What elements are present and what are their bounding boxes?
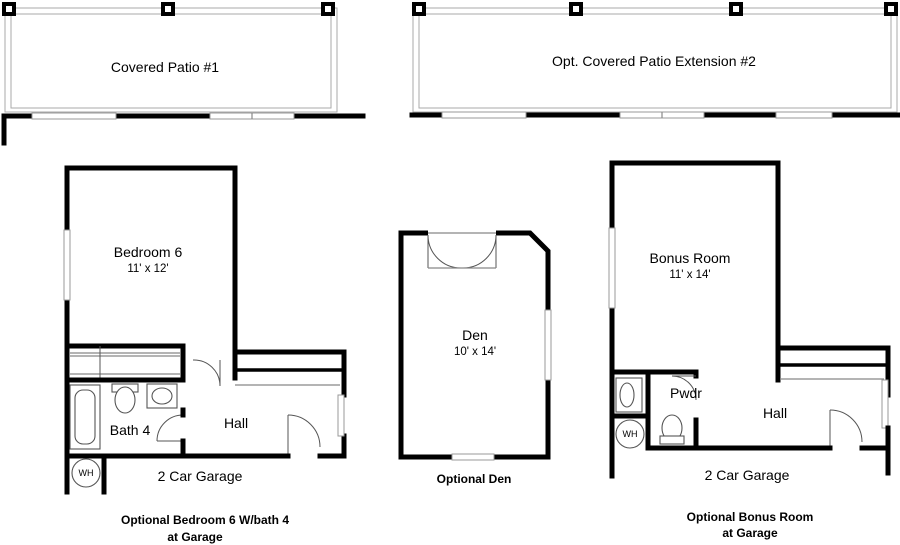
bedroom-6-label: Bedroom 6 xyxy=(114,244,183,260)
patio-post xyxy=(321,2,335,16)
patio-post xyxy=(2,2,16,16)
patio-post xyxy=(729,2,743,16)
bonus-room-dims: 11' x 14' xyxy=(669,269,710,281)
den-label: Den xyxy=(462,327,488,343)
patio-post xyxy=(569,2,583,16)
bonus-room-label: Bonus Room xyxy=(650,250,731,266)
hall-label: Hall xyxy=(224,415,248,431)
den-dims: 10' x 14' xyxy=(454,346,496,358)
wh-label: WH xyxy=(79,468,94,478)
bonus-room-option-plan: WH Bonus Room 11' x 14' Pwdr Hall 2 Car … xyxy=(608,160,891,540)
patio-post xyxy=(884,2,898,16)
bedroom-option-caption: Optional Bedroom 6 W/bath 4 xyxy=(121,513,289,527)
bonus-option-caption: Optional Bonus Room xyxy=(687,510,814,524)
bonus-garage-label: 2 Car Garage xyxy=(705,467,790,483)
bonus-wh-label: WH xyxy=(623,429,638,439)
den-option-plan: Den 10' x 14' Optional Den xyxy=(398,230,552,486)
pwdr-label: Pwdr xyxy=(670,385,702,401)
bedroom-6-dims: 11' x 12' xyxy=(127,263,168,275)
patio-post xyxy=(412,2,426,16)
bonus-hall-label: Hall xyxy=(763,405,787,421)
den-option-caption: Optional Den xyxy=(437,472,512,486)
patio-post xyxy=(161,2,175,16)
garage-label: 2 Car Garage xyxy=(158,468,243,484)
bedroom-6-option-plan: WH Bedroom 6 11' x 12' Bath 4 Hall 2 Car… xyxy=(63,165,347,544)
patio-extension-2-label: Opt. Covered Patio Extension #2 xyxy=(552,53,756,69)
bedroom-option-caption-2: at Garage xyxy=(167,530,223,544)
bath-4-label: Bath 4 xyxy=(110,422,151,438)
covered-patio-1-label: Covered Patio #1 xyxy=(111,59,219,75)
bonus-option-caption-2: at Garage xyxy=(722,526,778,540)
covered-patio-1: Covered Patio #1 xyxy=(1,2,366,146)
patio-extension-2: Opt. Covered Patio Extension #2 xyxy=(409,2,900,119)
